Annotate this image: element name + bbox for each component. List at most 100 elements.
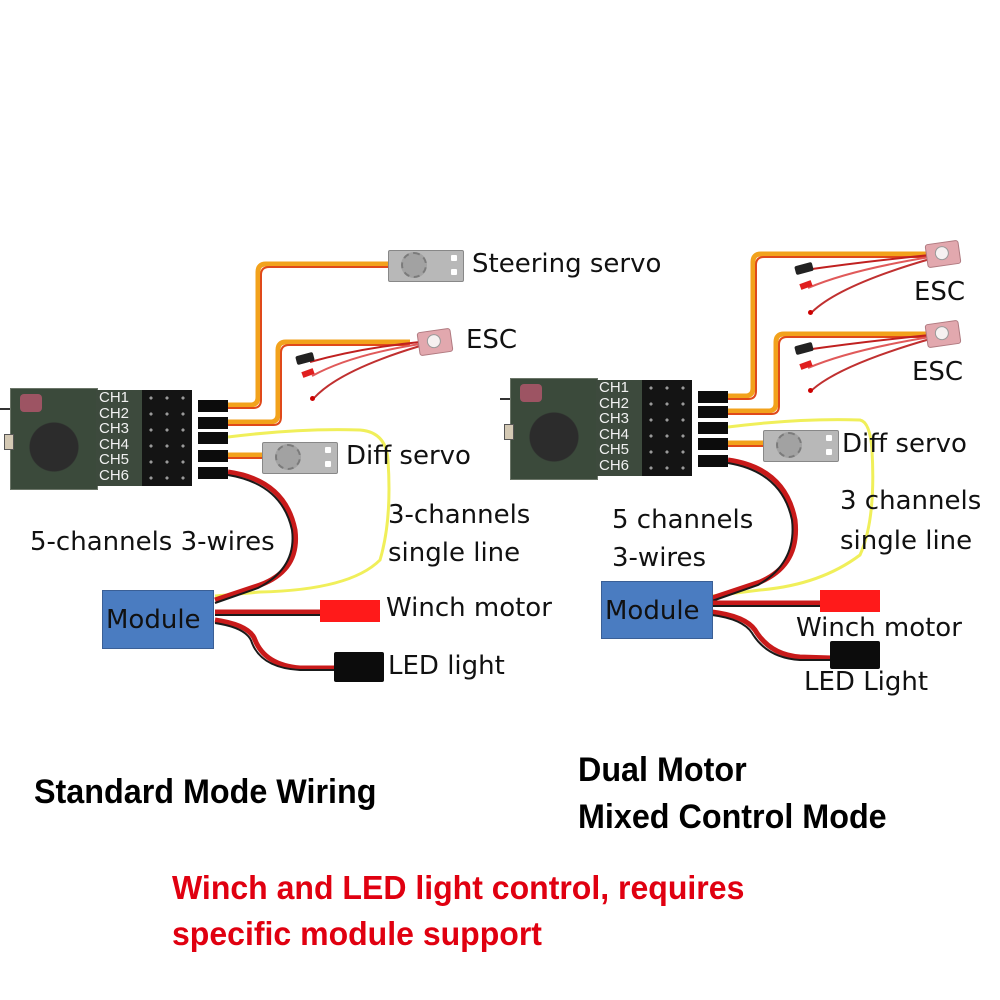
plug-ch3 <box>698 422 728 434</box>
plug-ch2 <box>198 417 228 429</box>
receiver-switch <box>4 434 14 450</box>
esc-motor-connector-icon <box>310 396 315 401</box>
label-esc: ESC <box>466 325 518 355</box>
label-winch-motor: Winch motor <box>386 593 552 623</box>
receiver-led <box>520 384 542 402</box>
label-diff-servo: Diff servo <box>346 441 471 471</box>
receiver-led <box>20 394 42 412</box>
esc-lead <box>311 343 421 377</box>
plug-ch4 <box>198 450 228 462</box>
led-connector-icon <box>334 652 384 682</box>
channel-label: CH2 <box>99 404 130 422</box>
channel-label: CH5 <box>599 441 630 459</box>
esc-motor-connector-icon <box>808 388 813 393</box>
channel-labels: CH1 CH2 CH3 CH4 CH5 CH6 <box>596 380 642 476</box>
wire-ch1-esc1 <box>728 251 930 399</box>
channel-label: CH6 <box>99 466 130 484</box>
esc-lead <box>807 336 931 369</box>
module-left: Module <box>102 590 214 649</box>
wire-ch1-esc1-red <box>728 256 930 400</box>
channel-label: CH3 <box>99 420 130 438</box>
channel-label: CH6 <box>599 456 630 474</box>
label-single-line-1: 3-channels <box>388 500 531 530</box>
label-winch-motor: Winch motor <box>796 613 962 643</box>
label-led-light: LED light <box>388 651 505 681</box>
title-standard-mode: Standard Mode Wiring <box>34 773 377 811</box>
label-single-line-1: 3 channels <box>840 486 982 516</box>
receiver-board <box>510 378 598 480</box>
receiver-left: CH1 CH2 CH3 CH4 CH5 CH6 <box>0 388 217 490</box>
esc-lead <box>804 334 931 351</box>
receiver-right: CH1 CH2 CH3 CH4 CH5 CH6 <box>500 378 717 480</box>
channel-label: CH3 <box>599 410 630 428</box>
channel-label: CH4 <box>599 425 630 443</box>
esc-lead <box>309 341 421 363</box>
pin-header <box>142 390 192 486</box>
module-label: Module <box>106 605 201 635</box>
wire-module-led-black <box>711 614 832 661</box>
plug-ch2 <box>698 406 728 418</box>
wire-ch2-esc <box>228 339 410 425</box>
esc-icon <box>924 239 962 269</box>
label-steering-servo: Steering servo <box>472 249 662 279</box>
label-led-light: LED Light <box>804 667 929 697</box>
steering-servo-icon <box>388 250 464 282</box>
esc-motor-connector-icon <box>808 310 813 315</box>
plug-ch3 <box>198 432 228 444</box>
wire-module-led <box>214 617 335 671</box>
label-esc-2: ESC <box>912 357 964 387</box>
plug-ch1 <box>198 400 228 412</box>
title-dual-motor-line2: Mixed Control Mode <box>578 798 887 836</box>
label-diff-servo: Diff servo <box>842 429 967 459</box>
channel-label: CH1 <box>599 379 630 396</box>
esc-lead <box>313 345 421 399</box>
note-line2: specific module support <box>172 915 542 952</box>
wire-ch1-steering <box>228 261 390 408</box>
title-dual-motor-line1: Dual Motor <box>578 751 747 789</box>
esc-icon <box>924 319 962 349</box>
channel-label: CH2 <box>599 394 630 412</box>
wire-ch5-module-black <box>214 474 294 604</box>
channel-labels: CH1 CH2 CH3 CH4 CH5 CH6 <box>96 390 142 486</box>
wire-module-led-black <box>214 622 335 671</box>
label-multi-wire: 5-channels 3-wires <box>30 527 275 557</box>
winch-connector-icon <box>320 600 380 622</box>
channel-label: CH5 <box>99 451 130 469</box>
wire-ch2-esc-red <box>228 344 410 426</box>
esc-lead <box>804 254 931 271</box>
esc-lead <box>807 256 931 289</box>
plug-ch4 <box>698 438 728 450</box>
wire-module-led <box>711 609 833 661</box>
note-line1: Winch and LED light control, requires <box>172 869 745 906</box>
label-single-line-2: single line <box>840 526 973 556</box>
led-connector-icon <box>830 641 880 669</box>
wire-ch1-steering-red <box>228 266 390 409</box>
receiver-switch <box>504 424 514 440</box>
wire-ch5-module-black <box>711 462 794 602</box>
esc-lead <box>811 338 931 391</box>
module-right: Module <box>601 581 713 639</box>
receiver-board <box>10 388 98 490</box>
diff-servo-icon <box>262 442 338 474</box>
esc-icon <box>416 327 454 357</box>
wire-ch2-esc2 <box>728 331 930 414</box>
esc-lead <box>811 258 931 313</box>
channel-label: CH4 <box>99 435 130 453</box>
antenna-icon <box>500 398 512 400</box>
channel-label: CH1 <box>99 389 130 406</box>
plug-ch5 <box>198 467 228 479</box>
plug-ch1 <box>698 391 728 403</box>
label-multi-wire-1: 5 channels <box>612 505 754 535</box>
wire-ch2-esc2-red <box>728 336 930 415</box>
wire-ch3-single-line <box>711 418 875 598</box>
diff-servo-icon <box>763 430 839 462</box>
winch-connector-icon <box>820 590 880 612</box>
antenna-icon <box>0 408 12 410</box>
pin-header <box>642 380 692 476</box>
module-label: Module <box>605 596 700 626</box>
label-esc-1: ESC <box>914 277 966 307</box>
label-multi-wire-2: 3-wires <box>612 543 707 573</box>
wire-ch3-single-line <box>214 428 391 598</box>
plug-ch5 <box>698 455 728 467</box>
